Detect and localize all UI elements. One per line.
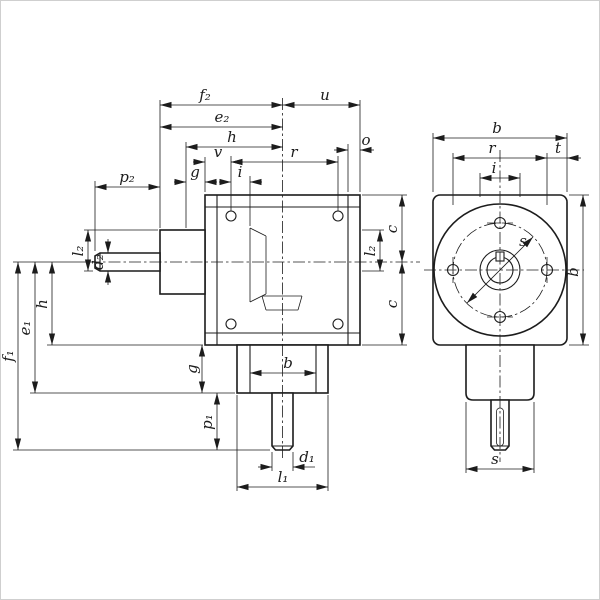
dim-label-h-top: h bbox=[227, 128, 237, 146]
dim-label-u: u bbox=[320, 86, 330, 104]
dim-f2: f₂ bbox=[160, 86, 283, 109]
dim-label-v: v bbox=[214, 143, 223, 161]
front-view: b r t i s b s bbox=[424, 119, 589, 473]
side-view: f₂ u e₂ h o v r g bbox=[0, 86, 420, 491]
dim-label-h-side: h bbox=[33, 299, 51, 309]
dim-label-i: i bbox=[238, 163, 243, 181]
extension-lines-front bbox=[432, 133, 589, 473]
dim-label-l2-left: l₂ bbox=[69, 246, 87, 257]
dim-u: u bbox=[283, 86, 360, 109]
bolt-circle bbox=[452, 222, 548, 318]
dim-label-b-side: b bbox=[564, 267, 582, 277]
flange-bolt-holes-front bbox=[446, 216, 554, 324]
dim-r-front: r bbox=[453, 139, 547, 162]
dim-d2: d₂ bbox=[89, 239, 112, 285]
dim-e2: e₂ bbox=[160, 108, 283, 131]
dim-label-f1: f₁ bbox=[0, 350, 17, 363]
dim-l2-right: l₂ bbox=[361, 230, 384, 271]
dim-p2: p₂ bbox=[95, 168, 160, 191]
dim-label-p1: p₁ bbox=[198, 414, 216, 430]
dim-i: i bbox=[219, 163, 262, 186]
dim-label-c-lower: c bbox=[383, 299, 401, 308]
dim-f1: f₁ bbox=[0, 262, 22, 450]
dim-s-bolt-circle: s bbox=[466, 232, 534, 304]
dim-label-e2: e₂ bbox=[215, 108, 230, 126]
dim-label-f2: f₂ bbox=[198, 86, 211, 104]
dim-t: t bbox=[547, 139, 581, 162]
dim-e1: e₁ bbox=[16, 262, 39, 393]
internal-gear-hidden-detail bbox=[249, 227, 303, 311]
flange-bolt-holes bbox=[225, 210, 344, 330]
dim-label-l2-right: l₂ bbox=[361, 246, 379, 257]
dim-o: o bbox=[334, 131, 374, 154]
dim-label-l1: l₁ bbox=[278, 468, 289, 486]
dim-label-o: o bbox=[361, 131, 370, 149]
dim-c-lower: c bbox=[383, 262, 406, 345]
dim-label-c-upper: c bbox=[383, 224, 401, 233]
dim-label-b-boss: b bbox=[283, 354, 293, 372]
dim-b-side: b bbox=[564, 195, 587, 345]
dim-l1: l₁ bbox=[237, 468, 328, 491]
dim-label-p2: p₂ bbox=[119, 168, 135, 186]
dim-label-e1: e₁ bbox=[16, 321, 34, 336]
dim-l2-left: l₂ bbox=[69, 230, 92, 271]
dim-label-b-top: b bbox=[492, 119, 502, 137]
dim-g-top: g bbox=[174, 163, 217, 186]
dim-label-g-boss: g bbox=[183, 364, 201, 374]
input-shaft bbox=[94, 252, 161, 272]
dim-g-boss: g bbox=[183, 345, 206, 393]
dim-label-s-boss: s bbox=[491, 450, 499, 468]
extension-lines bbox=[13, 100, 407, 491]
dim-label-r-front: r bbox=[488, 139, 496, 157]
dim-i-front: i bbox=[480, 159, 520, 182]
dim-label-i-front: i bbox=[492, 159, 497, 177]
dim-label-t: t bbox=[555, 139, 562, 157]
dim-d1: d₁ bbox=[258, 448, 315, 471]
dim-label-s-bolt-circle: s bbox=[519, 232, 527, 250]
dim-label-d2: d₂ bbox=[89, 254, 107, 270]
dim-b-top: b bbox=[433, 119, 567, 142]
dim-label-g-top: g bbox=[190, 163, 200, 181]
dim-label-d1: d₁ bbox=[299, 448, 315, 466]
dim-label-r: r bbox=[290, 143, 298, 161]
dim-c-upper: c bbox=[383, 195, 406, 262]
dim-b-boss: b bbox=[250, 354, 316, 377]
centerlines bbox=[88, 98, 420, 458]
centerlines-front bbox=[424, 150, 584, 462]
dim-r: r bbox=[231, 143, 338, 166]
dim-h-side: h bbox=[33, 262, 56, 345]
dim-s-boss: s bbox=[466, 450, 534, 473]
dim-h-top: h bbox=[186, 128, 283, 151]
dim-p1: p₁ bbox=[198, 393, 221, 450]
